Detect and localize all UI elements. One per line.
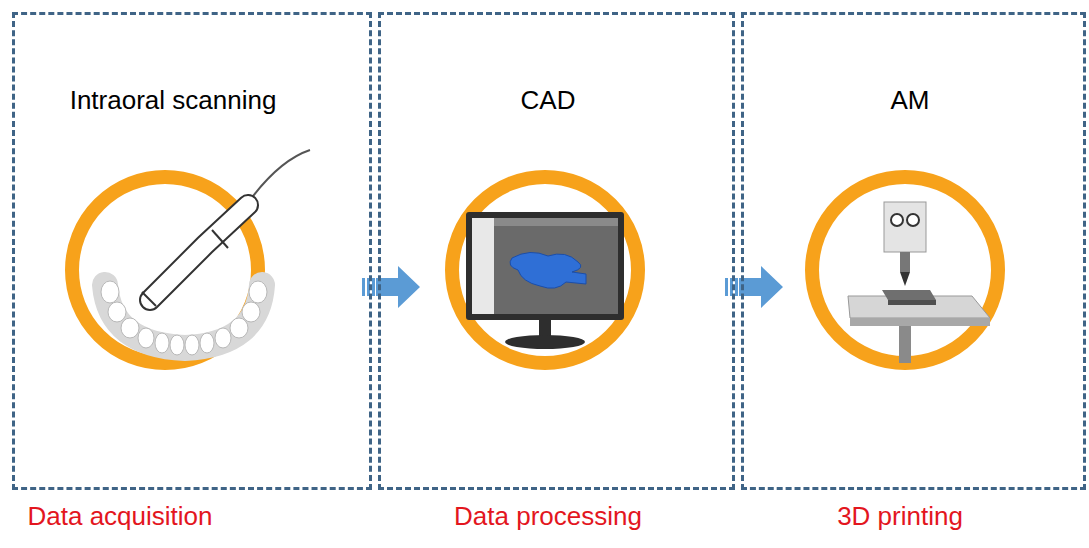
stage-panel: CADData processing — [378, 12, 735, 490]
arrow-stripe — [725, 278, 728, 296]
scan-circle — [72, 150, 310, 363]
stage-label: Data acquisition — [28, 501, 213, 531]
arrow-body — [376, 266, 420, 308]
stage-label: 3D printing — [837, 501, 963, 531]
stage-panel: AM3D printing — [741, 12, 1086, 490]
cad-circle — [452, 177, 638, 363]
step-title: AM — [891, 85, 930, 115]
arrow-stripe — [372, 278, 375, 296]
arrow-stripe — [735, 278, 738, 296]
step-title: CAD — [521, 85, 576, 115]
arrow-body — [739, 266, 783, 308]
arrow-stripe — [362, 278, 365, 296]
stage-label: Data processing — [454, 501, 642, 531]
printer-circle — [812, 177, 998, 363]
stage-panel: Intraoral scanningData acquisition — [12, 12, 372, 490]
step-title: Intraoral scanning — [70, 85, 277, 115]
